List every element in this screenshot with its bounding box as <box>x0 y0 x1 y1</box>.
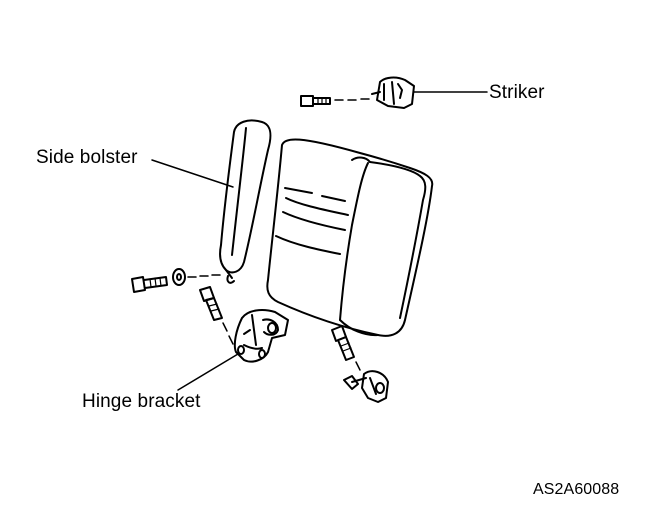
hinge-bolt <box>199 286 234 345</box>
pivot-bracket <box>343 370 389 403</box>
leader-side-bolster <box>151 159 234 188</box>
bolster-bolt <box>131 268 221 293</box>
leader-hinge-bracket <box>177 353 239 391</box>
striker-bolt <box>300 95 370 107</box>
side-bolster-part <box>219 119 272 284</box>
striker-part <box>371 76 415 109</box>
hinge-bracket-part <box>233 309 289 363</box>
figure-code: AS2A60088 <box>533 481 620 498</box>
pivot-bolt <box>331 325 361 371</box>
seat-back-cushion <box>266 138 434 337</box>
label-hinge-bracket: Hinge bracket <box>82 391 201 412</box>
label-side-bolster: Side bolster <box>36 147 138 168</box>
label-striker: Striker <box>489 82 545 103</box>
